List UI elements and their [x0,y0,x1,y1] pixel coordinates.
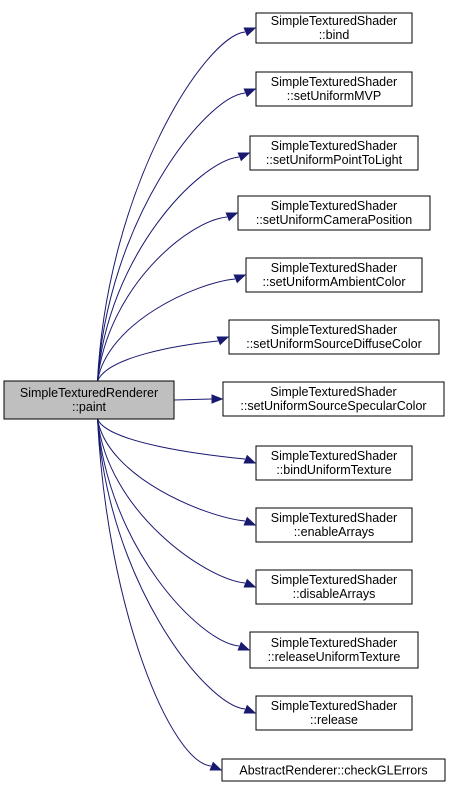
node-label-class: SimpleTexturedShader [271,261,397,275]
callee-node-bind[interactable]: SimpleTexturedShader::bind [255,12,413,44]
callee-node-bindUniformTexture[interactable]: SimpleTexturedShader::bindUniformTexture [255,445,413,481]
callee-node-checkGLErrors[interactable]: AbstractRenderer::checkGLErrors [221,758,446,782]
call-edge [97,156,240,382]
root-node-box [3,380,175,420]
node-label-class: SimpleTexturedShader [271,75,397,89]
callee-node-release[interactable]: SimpleTexturedShader::release [255,695,413,731]
node-label-class: SimpleTexturedShader [271,199,397,213]
callee-node-setUniformMVP[interactable]: SimpleTexturedShader::setUniformMVP [255,71,413,107]
call-edge [97,278,236,382]
callee-node-box [249,631,419,669]
arrowhead [237,152,251,162]
node-label-method: ::bindUniformTexture [276,463,391,477]
callee-node-box [237,195,431,231]
callee-node-box [255,445,413,481]
call-edge [97,418,212,767]
call-edge [173,398,213,401]
call-edge [97,216,228,382]
callee-node-box [255,12,413,44]
arrowhead [216,336,230,346]
node-label-class: SimpleTexturedShader [271,449,397,463]
arrowhead [243,454,257,464]
arrowhead [211,394,224,404]
callee-node-box [228,319,440,355]
arrowhead [243,516,257,526]
arrowhead [237,641,251,651]
callee-node-disableArrays[interactable]: SimpleTexturedShader::disableArrays [255,569,413,605]
callee-node-setUniformSourceDiffuseColor[interactable]: SimpleTexturedShader::setUniformSourceDi… [228,319,440,355]
node-label-class: SimpleTexturedShader [271,636,397,650]
arrowhead [209,761,223,771]
callee-node-releaseUniformTexture[interactable]: SimpleTexturedShader::releaseUniformText… [249,631,419,669]
call-edge [97,340,219,382]
root-node[interactable]: SimpleTexturedRenderer::paint [3,380,175,420]
callee-node-box [221,758,446,782]
node-label-method: ::disableArrays [293,587,376,601]
arrowhead [243,704,257,714]
arrowhead [225,212,239,222]
call-edge [97,418,240,647]
node-label-method: ::setUniformPointToLight [266,153,403,167]
callee-node-box [249,135,419,171]
arrowhead [243,27,257,37]
node-label: AbstractRenderer::checkGLErrors [239,764,427,778]
node-label-class: SimpleTexturedShader [270,385,396,399]
node-label-method: ::releaseUniformTexture [268,650,401,664]
node-label-class: SimpleTexturedShader [271,573,397,587]
node-label-class: SimpleTexturedShader [271,323,397,337]
node-label-method: ::bind [319,28,350,42]
arrowhead [243,88,257,98]
call-edge [97,31,246,382]
node-label-method: ::setUniformSourceSpecularColor [240,399,426,413]
call-edges [97,27,257,771]
callee-node-setUniformSourceSpecularColor[interactable]: SimpleTexturedShader::setUniformSourceSp… [222,381,445,417]
callee-node-box [255,71,413,107]
callee-node-setUniformAmbientColor[interactable]: SimpleTexturedShader::setUniformAmbientC… [245,257,423,293]
node-label-method: ::setUniformCameraPosition [256,213,412,227]
node-label-method: ::setUniformAmbientColor [262,275,405,289]
callee-node-setUniformCameraPosition[interactable]: SimpleTexturedShader::setUniformCameraPo… [237,195,431,231]
node-label-class: SimpleTexturedShader [271,699,397,713]
call-edge [97,418,246,584]
arrowhead [243,578,257,588]
arrowhead [233,274,247,284]
call-nodes: SimpleTexturedRenderer::paintSimpleTextu… [3,12,446,782]
node-label-method: ::release [310,713,358,727]
node-label-class: SimpleTexturedShader [271,14,397,28]
callee-node-box [222,381,445,417]
call-edge [97,418,246,460]
node-label-method: ::enableArrays [294,525,375,539]
call-edge [97,418,246,522]
node-label-method: ::setUniformSourceDiffuseColor [246,337,422,351]
callee-node-box [255,695,413,731]
call-edge [97,92,246,382]
node-label-class: SimpleTexturedShader [271,139,397,153]
callee-node-box [245,257,423,293]
callee-node-enableArrays[interactable]: SimpleTexturedShader::enableArrays [255,507,413,543]
call-edge [97,418,246,710]
node-label-class: SimpleTexturedRenderer [20,386,158,400]
node-label-class: SimpleTexturedShader [271,511,397,525]
callee-node-box [255,507,413,543]
node-label-method: ::paint [72,400,107,414]
node-label-method: ::setUniformMVP [287,89,381,103]
callee-node-box [255,569,413,605]
callee-node-setUniformPointToLight[interactable]: SimpleTexturedShader::setUniformPointToL… [249,135,419,171]
